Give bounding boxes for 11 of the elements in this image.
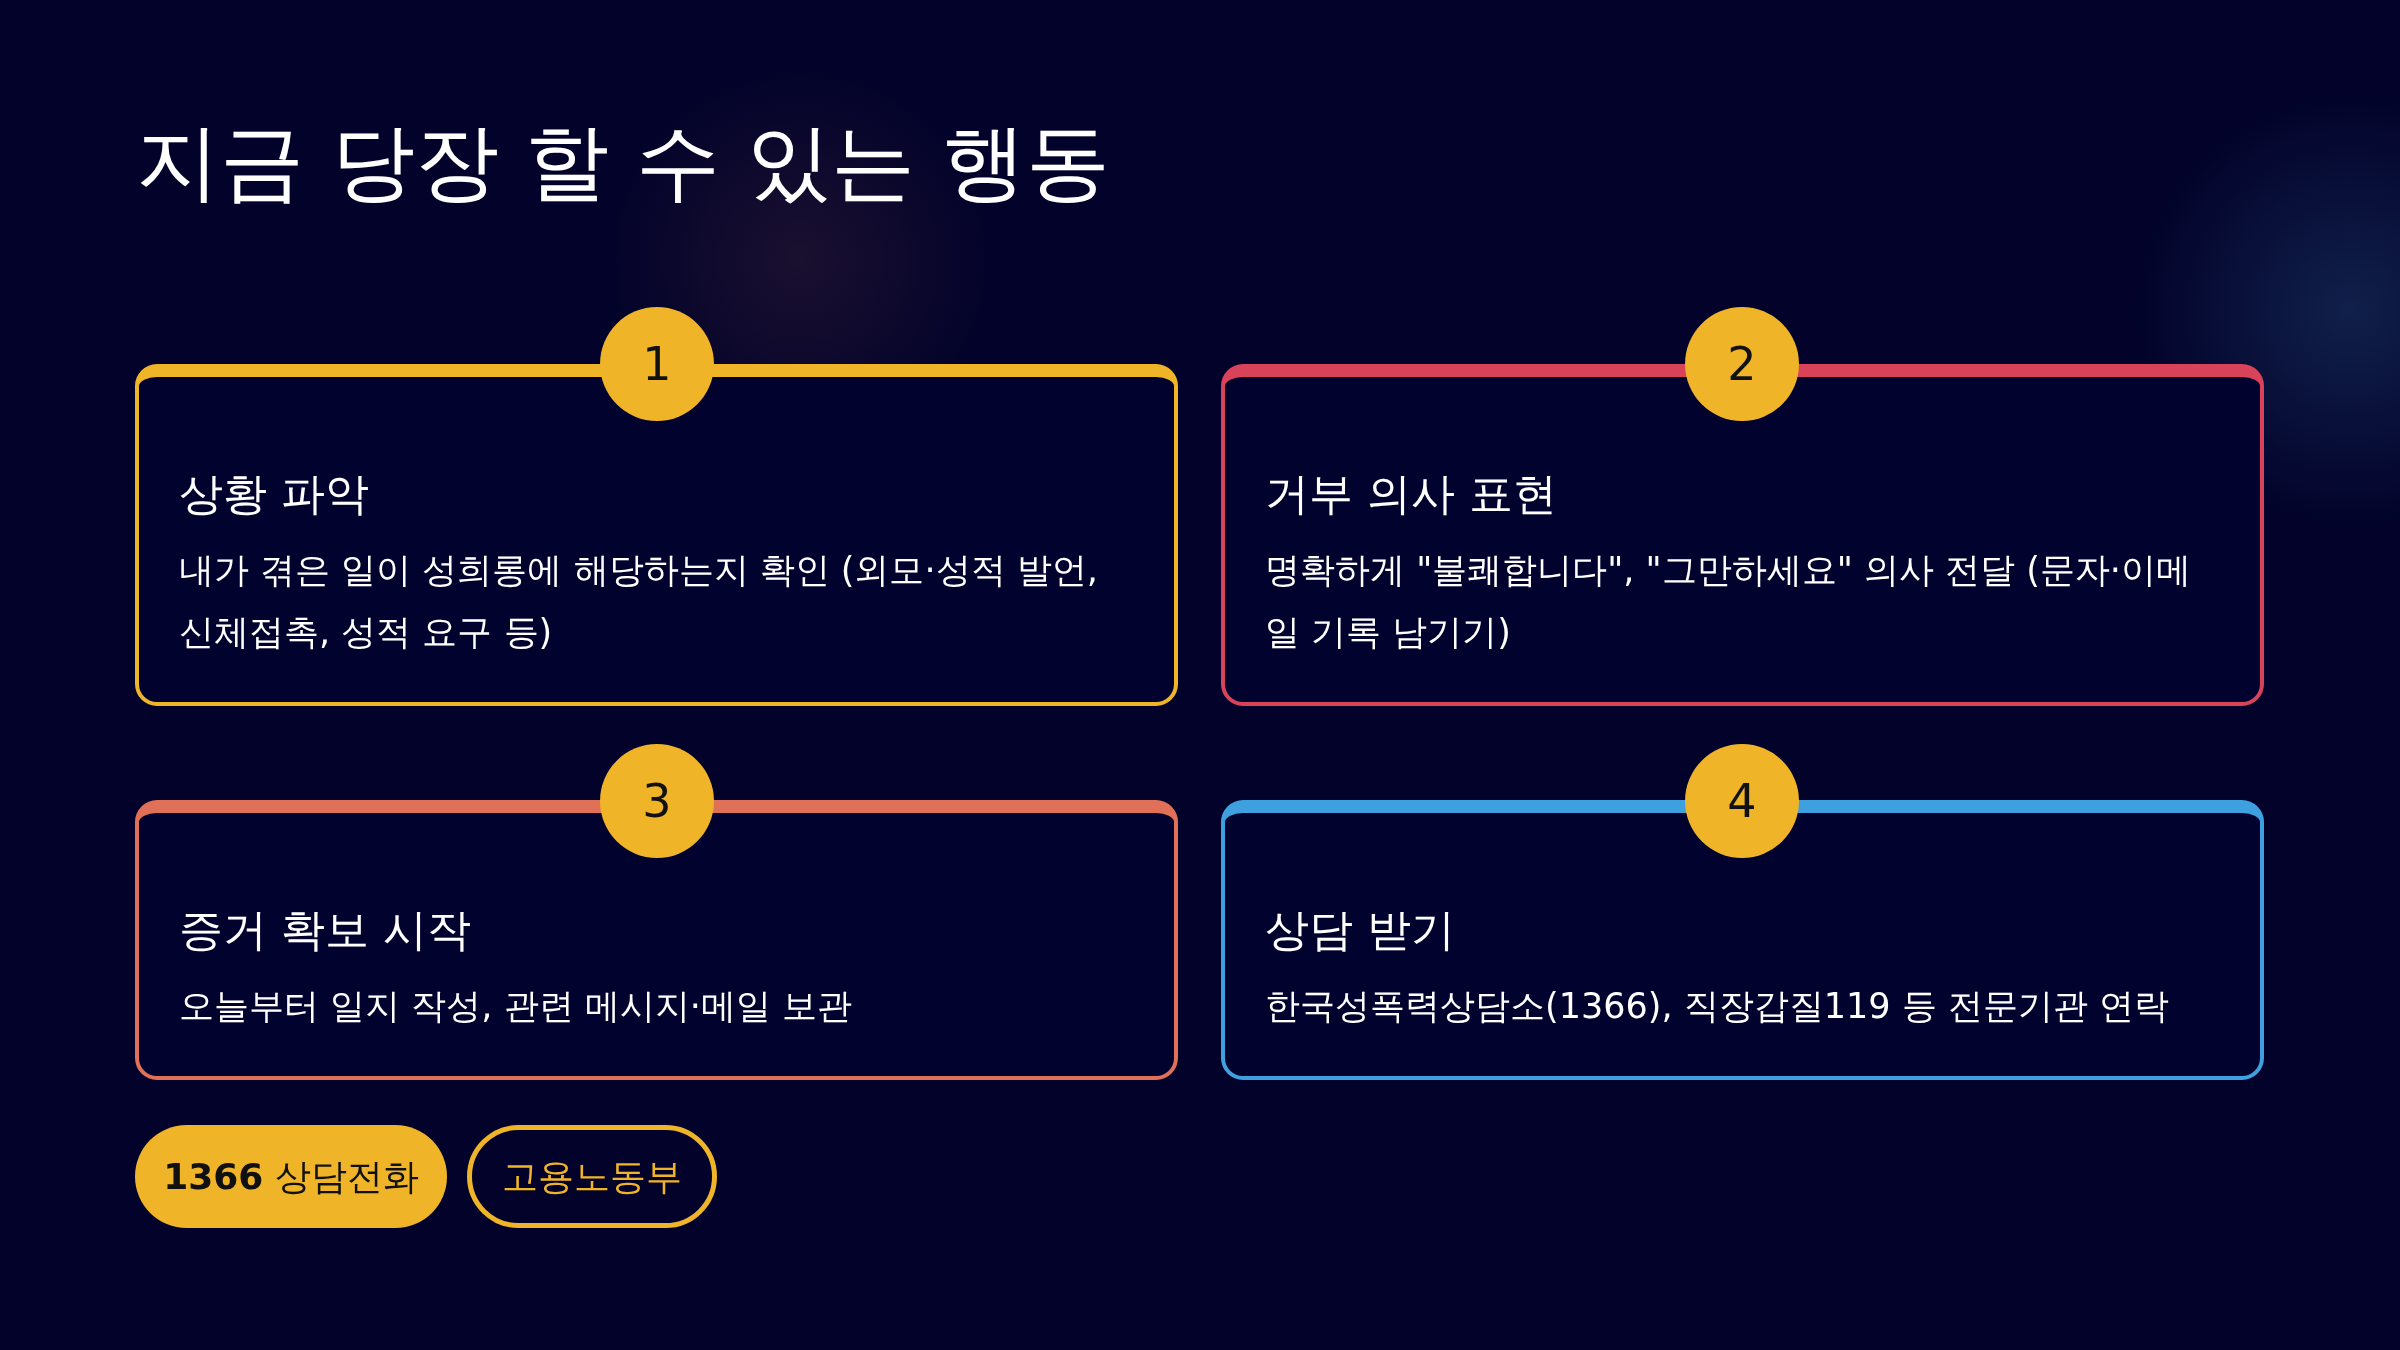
card-heading: 증거 확보 시작 (179, 903, 471, 957)
card-description: 한국성폭력상담소(1366), 직장갑질119 등 전문기관 연락 (1265, 985, 2170, 1028)
card-description: 명확하게 "불쾌합니다", "그만하세요" 의사 전달 (문자·이메일 기록 남기기) (1265, 549, 2192, 654)
title: 지금 당장 할 수 있는 행동 (136, 112, 1110, 213)
card-heading: 거부 의사 표현 (1265, 467, 1557, 521)
card-heading: 상담 받기 (1265, 903, 1455, 957)
link-button: 고용노동부 (467, 1125, 717, 1228)
call-button: 1366 상담전화 (135, 1125, 447, 1228)
card-heading: 상황 파악 (179, 467, 369, 521)
card-description: 오늘부터 일지 작성, 관련 메시지·메일 보관 (179, 985, 853, 1028)
card-description: 내가 겪은 일이 성희롱에 해당하는지 확인 (외모·성적 발언, 신체접촉, 성적 요구 등) (179, 549, 1099, 654)
